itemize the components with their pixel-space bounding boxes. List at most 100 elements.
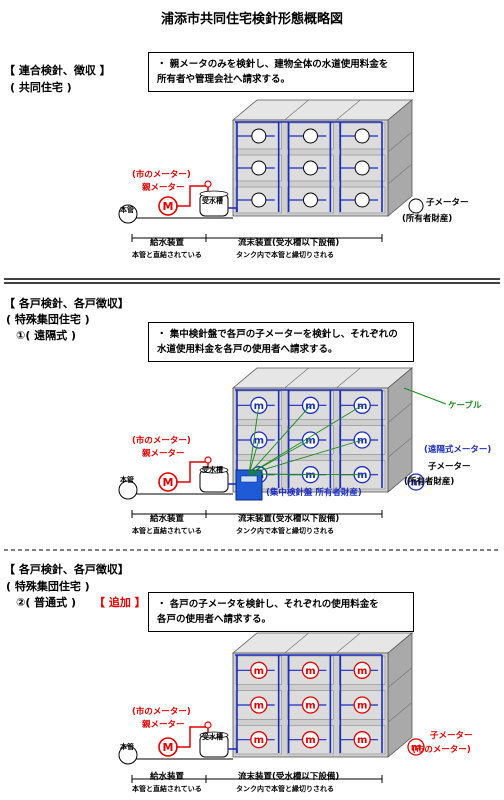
sec2-main-pipe-label: 本管 — [120, 476, 134, 484]
sec2-note-line2: 水道使用料金を各戸の使用者へ請求する。 — [157, 344, 338, 355]
sec3-parent-meter-label: 親メーター — [142, 720, 185, 730]
sec3-subheading: ( 特殊集団住宅 ) — [6, 580, 90, 593]
sec3-roof-divider — [336, 632, 361, 654]
sec1-child-meter-icon — [251, 160, 267, 176]
sec3-note-line2: 各戸の使用者へ請求する。 — [157, 614, 272, 625]
sec3-child-meter-icon — [250, 696, 268, 714]
sec2-child-meter-symbol: m — [357, 401, 367, 412]
sec1-owner-property-label: (所有者財産) — [402, 214, 453, 224]
sec1-parent-meter-symbol: M — [163, 200, 174, 213]
sec3-red-pipe — [176, 726, 209, 748]
sec1-supply-sub: 本管と直結されている — [132, 251, 202, 259]
sec1-note-box: ・ 親メータのみを検針し、建物全体の水道使用料金を 所有者や管理会社へ請求する。 — [148, 52, 414, 92]
sec2-note-line1: ・ 集中検針盤で各戸の子メーターを検針し、それぞれの — [157, 329, 398, 340]
sec2-red-pipe — [176, 461, 209, 483]
sec2-panel-label: (集中検針盤 所有者財産) — [266, 488, 362, 498]
sec3-child-meter-symbol: m — [357, 666, 367, 677]
sec1-note-line1: ・ 親メータのみを検針し、建物全体の水道使用料金を — [157, 59, 389, 70]
sec3-terminal-sub: タンク内で本管と縁切りされる — [236, 785, 334, 793]
sec1-water-tank-top — [199, 190, 229, 198]
sec2-child-meter-symbol: m — [305, 436, 315, 447]
sec1-terminal-sub: タンク内で本管と縁切りされる — [236, 251, 334, 259]
sec3-supply-label: 給水装置 — [150, 772, 185, 782]
sec3-water-tank-top — [199, 731, 229, 739]
sec1-child-meter-icon — [354, 160, 370, 176]
sec1-red-pipe — [176, 185, 209, 207]
sec2-cable-line — [248, 439, 260, 475]
sec2-side-floor-line — [387, 437, 413, 458]
sec1-parent-meter-label: 親メーター — [142, 183, 185, 193]
sec3-terminal-label: 流末装置(受水槽以下設備) — [238, 772, 340, 782]
sec2-cable-line — [248, 439, 363, 475]
sec2-central-panel-display — [240, 475, 258, 483]
sec1-roof-divider — [284, 99, 309, 121]
sec2-child-meter-symbol: m — [305, 401, 315, 412]
sec2-subheading: ( 特殊集団住宅 ) — [6, 313, 90, 326]
sec3-type: ②( 普通式 ) — [16, 596, 77, 609]
sec2-parent-meter-label: 親メーター — [142, 449, 185, 459]
sec3-child-meter-icon — [250, 661, 268, 679]
sec3-heading: 【 各戸検針、各戸徴収】 — [4, 563, 129, 576]
sec3-child-meter-icon — [353, 696, 371, 714]
sec2-child-meter-label: 子メーター — [428, 462, 471, 472]
sec3-child-meter-label: 子メーター — [430, 731, 473, 741]
sec2-owner-property-label: (所有者財産) — [404, 477, 455, 487]
sec2-city-meter-label: (市のメーター) — [132, 436, 191, 446]
sec3-added-tag: 【 追加 】 — [94, 596, 146, 609]
sec3-main-pipe-label: 本管 — [120, 743, 134, 751]
sec3-child-meter-icon — [301, 696, 320, 714]
sec3-child-meter-symbol: m — [254, 735, 264, 746]
sec3-side-floor-line — [387, 702, 413, 723]
sec3-child-meter-symbol: m — [254, 666, 264, 677]
sec2-type: ①( 遠隔式 ) — [16, 329, 77, 342]
sec3-note-line1: ・ 各戸の子メータを検針し、それぞれの使用料金を — [157, 599, 379, 610]
sec3-child-meter-symbol: m — [254, 701, 264, 712]
sec2-roof-divider — [336, 367, 361, 389]
sec2-legend-meter-icon — [407, 473, 425, 491]
sec3-note-box: ・ 各戸の子メータを検針し、それぞれの使用料金を 各戸の使用者へ請求する。 — [148, 592, 414, 632]
sec2-cable-label: ケーブル — [448, 401, 482, 411]
sec3-red-valve — [204, 721, 212, 729]
sec2-child-meter-symbol: m — [305, 470, 315, 481]
sec2-cable-line — [248, 405, 260, 475]
sec3-child-meter-symbol: m — [357, 735, 367, 746]
sec1-roof-divider — [336, 99, 361, 121]
sec2-tank-label: 受水槽 — [202, 466, 223, 474]
sec3-child-meter-symbol: m — [305, 666, 315, 677]
sec2-cable-leader — [403, 387, 447, 405]
sec1-child-meter-icon — [354, 128, 370, 144]
sec1-terminal-label: 流末装置(受水槽以下設備) — [238, 238, 340, 248]
sec1-subheading: ( 共同住宅 ) — [10, 81, 72, 94]
sec1-city-meter-label: (市のメーター) — [132, 170, 191, 180]
sec2-cable-line — [248, 404, 363, 475]
sec1-child-meter-label: 子メーター — [426, 198, 469, 208]
sec3-child-meter-icon — [353, 731, 371, 749]
sec2-heading: 【 各戸検針、各戸徴収】 — [4, 297, 129, 310]
sec1-main-pipe-icon — [118, 204, 138, 224]
sec1-red-valve — [204, 180, 212, 188]
sec3-supply-sub: 本管と直結されている — [132, 785, 202, 793]
sec3-child-meter-symbol: m — [305, 735, 315, 746]
sec3-building-roof — [231, 632, 414, 654]
sec1-child-meter-icon — [354, 192, 370, 208]
sec2-cable-line — [248, 439, 311, 475]
sec1-child-meter-icon — [303, 128, 318, 144]
sec2-side-floor-line — [387, 402, 413, 423]
sec3-legend-meter-symbol: m — [411, 743, 421, 754]
sec2-roof-divider — [284, 367, 309, 389]
sec1-note-line2: 所有者や管理会社へ請求する。 — [157, 74, 291, 85]
sec2-supply-sub: 本管と直結されている — [132, 527, 202, 535]
sec3-parent-meter-symbol: M — [163, 741, 174, 754]
sec3-building-side — [387, 632, 413, 758]
page-title: 浦添市共同住宅検針形態概略図 — [160, 12, 343, 27]
sec2-terminal-sub: タンク内で本管と縁切りされる — [236, 527, 334, 535]
sec2-terminal-label: 流末装置(受水槽以下設備) — [238, 514, 340, 524]
sec3-city-meter-label: (市のメーター) — [132, 707, 191, 717]
sec3-child-meter-icon — [301, 661, 320, 679]
sec1-supply-label: 給水装置 — [150, 238, 185, 248]
sec2-remote-meter-label: (遠隔式メーター) — [424, 445, 492, 455]
sec1-side-floor-line — [387, 163, 413, 185]
sec1-child-meter-icon — [303, 192, 318, 208]
sec3-roof-divider — [284, 632, 309, 654]
